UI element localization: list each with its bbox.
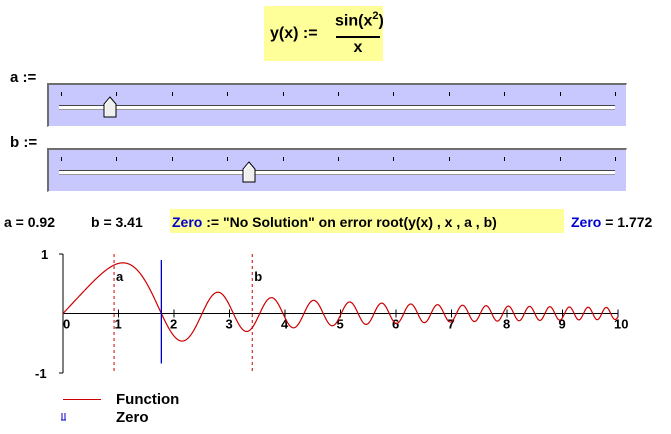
legend-zero-swatch — [61, 413, 66, 421]
slider-tick — [448, 92, 450, 96]
slider-tick — [393, 157, 395, 161]
slider-tick — [61, 157, 62, 161]
slider-tick — [171, 157, 173, 161]
slider-thumb[interactable] — [103, 96, 117, 118]
x-tick-label: 10 — [614, 317, 628, 332]
slider-b-frame — [47, 148, 627, 192]
formula-lhs: y(x) := — [270, 25, 318, 42]
x-tick-label: 3 — [226, 317, 233, 332]
marker-a-label: a — [116, 269, 124, 284]
slider-tick — [61, 92, 62, 96]
slider-tick — [559, 92, 561, 96]
x-tick-label: 0 — [63, 317, 70, 332]
zero-variable-name: Zero — [172, 214, 203, 230]
slider-tick — [282, 92, 284, 96]
slider-track[interactable] — [59, 105, 615, 110]
zero-definition-box[interactable] — [170, 209, 564, 233]
slider-tick — [282, 157, 284, 161]
marker-b-label: b — [254, 269, 262, 284]
slider-a[interactable] — [49, 85, 626, 126]
a-value-display: a = 0.92 — [4, 214, 55, 230]
zero-definition-expression: := "No Solution" on error root(y(x) , x … — [206, 214, 497, 230]
zero-result-value: = 1.772 — [605, 214, 653, 230]
formula-box[interactable]: y(x) := sin(x2) x — [264, 6, 384, 61]
slider-tick — [227, 157, 229, 161]
slider-b-label: b := — [10, 134, 38, 151]
x-tick-label: 8 — [503, 317, 510, 332]
slider-tick — [116, 157, 118, 161]
slider-tick — [393, 92, 395, 96]
slider-tick — [338, 92, 339, 96]
slider-tick — [615, 157, 616, 161]
slider-tick — [338, 157, 339, 161]
function-plot[interactable]: 1 -1 0 1 2 3 4 5 6 7 8 9 10 a b — [0, 244, 671, 384]
legend-function-label: Function — [116, 391, 180, 408]
x-tick-label: 9 — [559, 317, 566, 332]
x-tick-label: 6 — [392, 317, 399, 332]
slider-tick — [504, 92, 506, 96]
slider-a-label: a := — [10, 69, 37, 86]
slider-track[interactable] — [59, 170, 615, 175]
x-tick-label: 4 — [281, 317, 289, 332]
fraction-bar — [336, 36, 380, 38]
formula-numerator-close: ) — [378, 12, 384, 30]
y-tick-label: 1 — [41, 247, 48, 262]
x-tick-label: 2 — [170, 317, 177, 332]
x-tick-label: 5 — [337, 317, 344, 332]
y-tick-label: -1 — [35, 366, 47, 381]
x-tick-label: 7 — [448, 317, 455, 332]
formula-exponent: 2 — [372, 10, 379, 22]
slider-b[interactable] — [49, 150, 626, 191]
formula-denominator: x — [353, 39, 363, 56]
slider-tick — [171, 92, 173, 96]
x-tick-label: 1 — [115, 317, 122, 332]
formula-numerator: sin(x2) — [335, 10, 384, 30]
legend-zero-label: Zero — [116, 409, 149, 426]
slider-tick — [116, 92, 118, 96]
slider-tick — [504, 157, 506, 161]
formula-fraction: sin(x2) x — [335, 10, 384, 58]
legend-function-swatch — [63, 399, 101, 400]
slider-tick — [448, 157, 450, 161]
slider-thumb[interactable] — [242, 161, 256, 183]
zero-definition: Zero := "No Solution" on error root(y(x)… — [172, 214, 497, 230]
slider-tick — [559, 157, 561, 161]
zero-result-name: Zero — [571, 214, 602, 230]
slider-tick — [227, 92, 229, 96]
zero-result: Zero = 1.772 — [571, 214, 652, 230]
slider-a-frame — [47, 83, 627, 127]
b-value-display: b = 3.41 — [91, 214, 143, 230]
slider-tick — [615, 92, 616, 96]
function-curve — [62, 262, 619, 342]
formula-numerator-base: sin(x — [335, 12, 373, 30]
